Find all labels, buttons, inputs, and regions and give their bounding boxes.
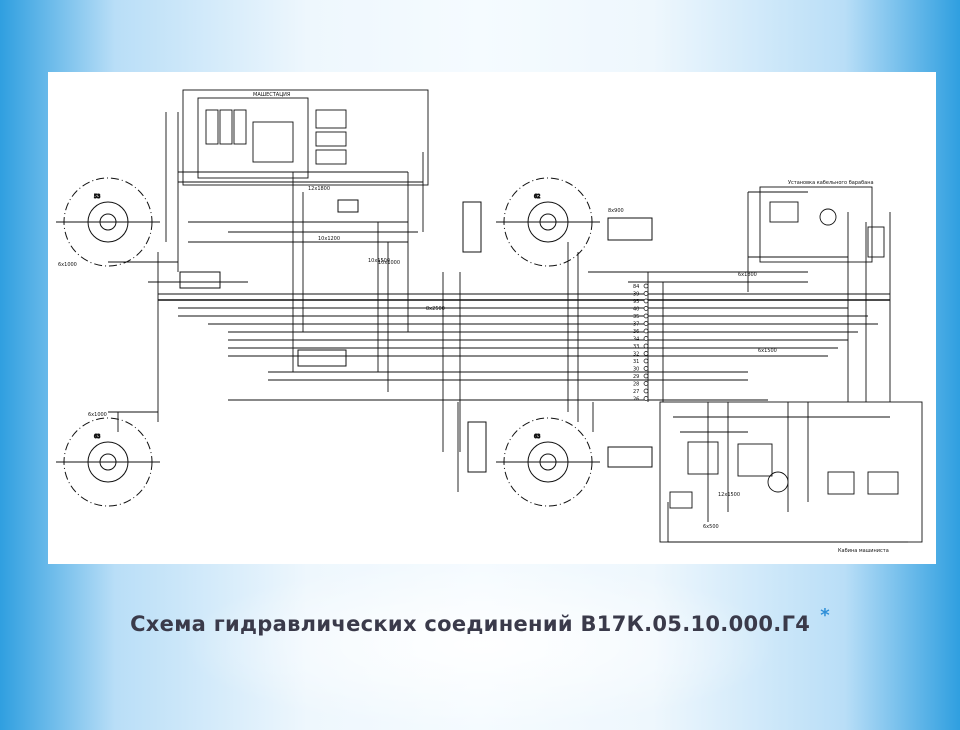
- wheel-label: 63: [534, 434, 540, 440]
- terminal-pin: [643, 336, 649, 341]
- terminal-pin: [643, 298, 649, 304]
- terminal-number: 34: [633, 337, 639, 343]
- pipe-label: 6х1000: [58, 262, 77, 268]
- terminal-number: 37: [633, 322, 639, 328]
- terminal-pin: [643, 343, 649, 349]
- terminal-number: 35: [633, 314, 639, 320]
- caption-text: Схема гидравлических соединений В17К.05.…: [130, 612, 811, 636]
- pipe-label: 6х1800: [738, 272, 757, 278]
- hydraulic-schematic: МАШЕСТАЦИЯ Установка кабельного барабана…: [56, 89, 923, 554]
- wheel: 63: [56, 417, 160, 507]
- manifold-label: МАШЕСТАЦИЯ: [253, 92, 290, 98]
- terminal-pin: [643, 366, 649, 371]
- terminal-number: 95: [633, 299, 639, 305]
- terminal-pin: [643, 358, 649, 364]
- terminal-pin: [643, 396, 649, 401]
- pipe-label: 12х1800: [308, 186, 330, 192]
- pipe-label: 10х1200: [318, 236, 340, 242]
- pipe-label: 6х500: [703, 524, 719, 530]
- terminal-number: 31: [633, 359, 639, 365]
- slide-caption: Схема гидравлических соединений В17К.05.…: [0, 605, 960, 636]
- terminal-pin: [643, 373, 649, 379]
- terminal-number: 40: [633, 307, 639, 313]
- pipe-label: 6х1000: [88, 412, 107, 418]
- terminal-pin: [643, 381, 649, 386]
- pipe-label: 10х1500: [368, 258, 390, 264]
- wheel-label: 62: [534, 194, 540, 200]
- terminal-number: 29: [633, 374, 639, 380]
- terminal-number: 26: [633, 397, 639, 403]
- pipe-label: 8х900: [608, 208, 624, 214]
- cabin-label: Кабина машиниста: [838, 548, 889, 554]
- terminal-pin: [643, 388, 649, 394]
- terminal-pin: [643, 328, 649, 334]
- terminal-pin: [643, 351, 649, 356]
- terminal-pin: [643, 321, 649, 326]
- terminal-number: 39: [633, 292, 639, 298]
- wheel: 63: [496, 417, 600, 507]
- terminal-number: 84: [633, 284, 639, 290]
- terminal-pin: [643, 283, 649, 289]
- terminal-number: 32: [633, 352, 639, 358]
- terminal-number: 33: [633, 344, 639, 350]
- wheel-label: 63: [94, 434, 100, 440]
- terminal-number: 30: [633, 367, 639, 373]
- schematic-panel: МАШЕСТАЦИЯ Установка кабельного барабана…: [48, 72, 936, 564]
- terminal-number: 28: [633, 382, 639, 388]
- wheel-label: 53: [94, 194, 100, 200]
- star-icon: *: [820, 605, 830, 626]
- pipe-label: 8х2500: [426, 306, 445, 312]
- terminal-pin: [643, 313, 649, 319]
- pipe-label: 6х1500: [758, 348, 777, 354]
- background-glow: [180, 560, 780, 730]
- pipe-label: 12х1500: [718, 492, 740, 498]
- winch-block-label: Установка кабельного барабана: [788, 180, 874, 186]
- wheel: 53: [56, 177, 160, 267]
- terminal-number: 36: [633, 329, 639, 335]
- wheel: 62: [496, 177, 600, 267]
- terminal-pin: [643, 291, 649, 296]
- pipe-label: 10х1000: [378, 260, 400, 266]
- terminal-number: 27: [633, 389, 639, 395]
- terminal-pin: [643, 306, 649, 311]
